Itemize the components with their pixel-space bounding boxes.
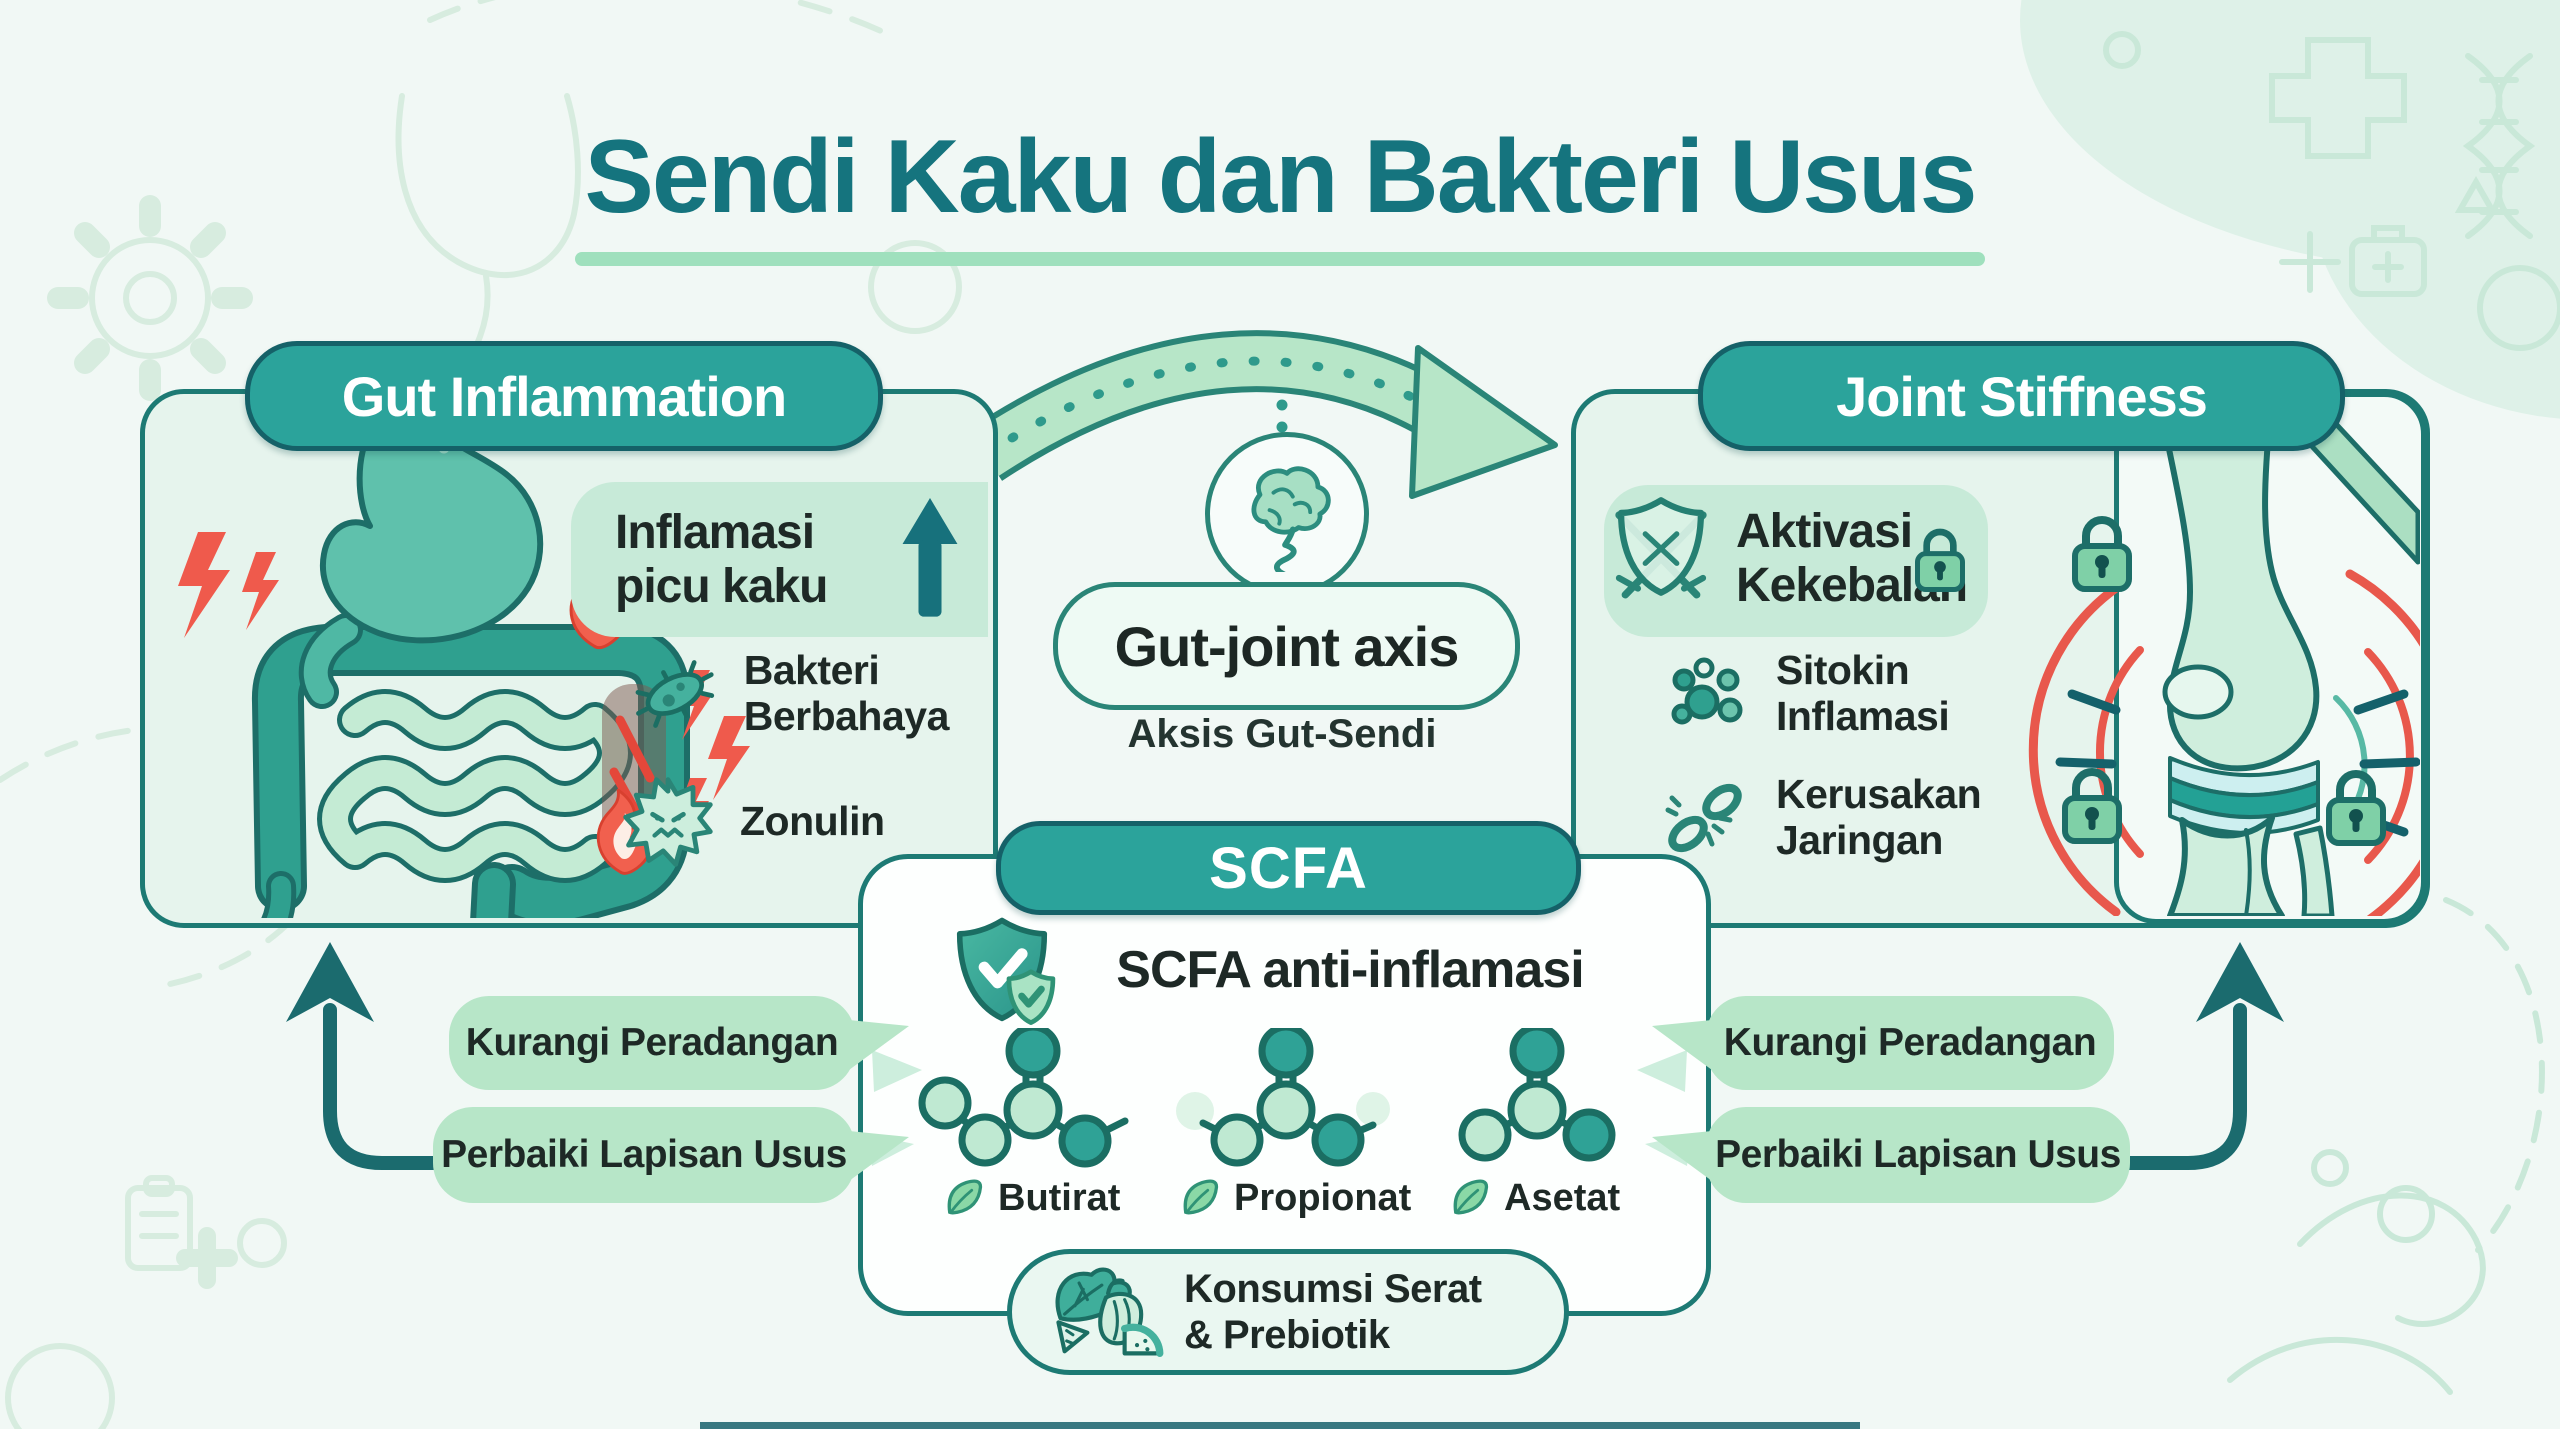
- scfa-header-pill: SCFA: [996, 821, 1581, 915]
- cross-icon: [176, 1227, 238, 1289]
- molecule-name: Propionat: [1234, 1176, 1412, 1219]
- gut-inflammation-header: Gut Inflammation: [245, 341, 883, 451]
- harmful-bacteria-icon: [635, 660, 715, 728]
- scfa-header-label: SCFA: [1209, 835, 1368, 901]
- molecule-label-asetat: Asetat: [1448, 1176, 1620, 1220]
- propionate-molecule: [1176, 1028, 1390, 1167]
- right-up-arrow: [2111, 1003, 2247, 1170]
- acetate-molecule: [1458, 1028, 1616, 1162]
- gut-inflammation-header-label: Gut Inflammation: [341, 364, 787, 428]
- fiber-line2: & Prebiotik: [1184, 1313, 1390, 1357]
- broken-chain-icon: [1665, 783, 1742, 852]
- arrowhead-icon: [2196, 942, 2284, 1022]
- benefit-label: Perbaiki Lapisan Usus: [441, 1133, 847, 1176]
- shield-swords-icon: [1615, 497, 1707, 599]
- fiber-prebiotic-pill: Konsumsi Serat & Prebiotik: [1007, 1249, 1569, 1375]
- cytokine-icon: [1671, 657, 1743, 725]
- benefit-label: Perbaiki Lapisan Usus: [1715, 1133, 2121, 1176]
- list-item-label: Sitokin Inflamasi: [1776, 647, 1950, 739]
- up-arrow-icon: [902, 498, 958, 617]
- leaf-icon: [1453, 1179, 1489, 1215]
- first-aid-kit-icon: [2349, 225, 2427, 297]
- list-item-label: Bakteri Berbahaya: [743, 647, 950, 739]
- benefit-bubble-right-1: Kurangi Peradangan: [1652, 996, 2114, 1090]
- lock-icon: [1915, 528, 1965, 592]
- fiber-line1: Konsumsi Serat: [1184, 1267, 1482, 1311]
- leaf-icon: [947, 1179, 983, 1215]
- list-item-bakteri: Bakteri Berbahaya: [628, 647, 978, 740]
- molecule-name: Asetat: [1504, 1176, 1621, 1219]
- page-title: Sendi Kaku dan Bakteri Usus: [584, 119, 1978, 235]
- inflammation-trigger-box: Inflamasi picu kaku: [571, 482, 988, 637]
- clipboard-icon: [125, 1175, 193, 1271]
- list-item-sitokin: Sitokin Inflamasi: [1662, 647, 2082, 740]
- gut-joint-axis-label: Gut-joint axis: [1114, 614, 1460, 678]
- molecule-name: Butirat: [998, 1176, 1121, 1219]
- list-item-kerusakan: Kerusakan Jaringan: [1658, 771, 2098, 864]
- benefit-bubble-left-2: Perbaiki Lapisan Usus: [433, 1107, 909, 1203]
- zonulin-icon: [623, 777, 713, 867]
- lock-icon: [2072, 516, 2132, 592]
- shield-check-icon: [956, 917, 1056, 1026]
- benefit-bubble-left-1: Kurangi Peradangan: [449, 996, 909, 1090]
- brain-gut-icon: [1251, 466, 1331, 572]
- molecule-label-butirat: Butirat: [942, 1176, 1120, 1220]
- gear-icon: [89, 237, 211, 359]
- molecule-label-propionat: Propionat: [1178, 1176, 1411, 1220]
- list-item-label: Kerusakan Jaringan: [1776, 771, 1982, 863]
- inflammation-trigger-line1: Inflamasi: [615, 505, 815, 559]
- joint-stiffness-header-label: Joint Stiffness: [1836, 364, 2208, 428]
- gut-joint-axis-subtitle: Aksis Gut-Sendi: [1127, 712, 1437, 756]
- list-item-label: Zonulin: [740, 798, 885, 845]
- joint-stiffness-header: Joint Stiffness: [1698, 341, 2345, 451]
- benefit-bubble-right-2: Perbaiki Lapisan Usus: [1652, 1107, 2130, 1203]
- immune-activation-text: Aktivasi Kekebalan: [1736, 505, 1968, 613]
- benefit-label: Kurangi Peradangan: [1723, 1021, 2097, 1064]
- arrowhead-icon: [286, 942, 374, 1022]
- brain-gut-circle: [1205, 432, 1369, 596]
- left-up-arrow: [323, 1003, 455, 1170]
- arrowhead-icon: [1409, 345, 1558, 499]
- title-underline: [575, 252, 1985, 266]
- lock-icon: [2326, 770, 2386, 846]
- immune-activation-line1: Aktivasi: [1736, 505, 1913, 558]
- leaf-icon: [1183, 1179, 1219, 1215]
- benefit-label: Kurangi Peradangan: [465, 1021, 839, 1064]
- butyrate-molecule: [918, 1028, 1129, 1168]
- gut-joint-axis-pill: Gut-joint axis: [1053, 582, 1520, 710]
- scfa-subtitle: SCFA anti-inflamasi: [1116, 941, 1584, 999]
- inflammation-trigger-line2: picu kaku: [615, 559, 828, 613]
- vegetables-icon: [1055, 1267, 1164, 1357]
- bottom-strip: [700, 1422, 1860, 1429]
- lock-icon: [2062, 768, 2122, 844]
